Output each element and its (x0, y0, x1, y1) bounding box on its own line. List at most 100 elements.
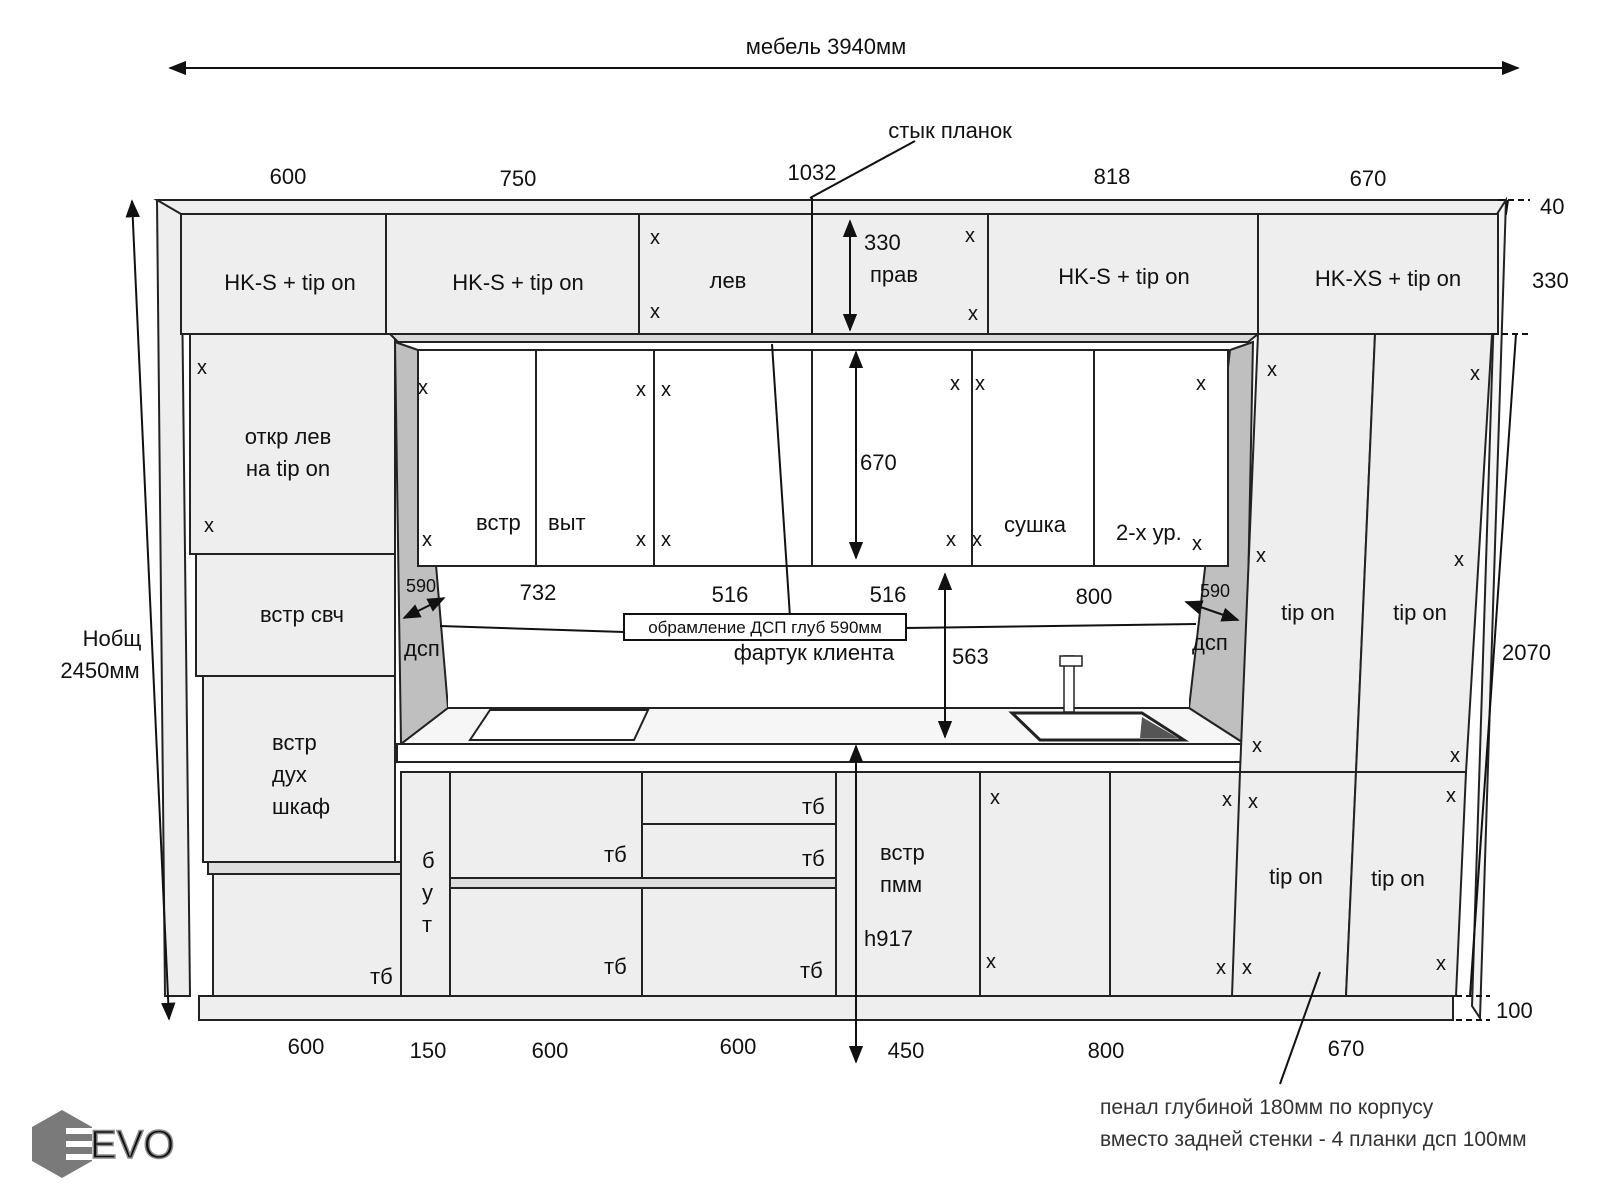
oven-label-1: встр (272, 730, 317, 755)
wall-height-dim: 670 (860, 450, 897, 475)
oven-label-2: дух (272, 762, 307, 787)
worktop-edge (396, 743, 1250, 763)
hinge-marker: x (1470, 363, 1480, 385)
hinge-marker: x (650, 227, 660, 249)
hinge-marker: x (946, 529, 956, 551)
sink-bowl-shade (1140, 717, 1178, 738)
bottom-width-4: 600 (720, 1034, 757, 1059)
hinge-marker: x (661, 379, 671, 401)
logo-bar-2 (66, 1141, 92, 1147)
bottom-width-1: 600 (288, 1034, 325, 1059)
hob (468, 709, 650, 741)
frame-label: обрамление ДСП глуб 590мм (648, 618, 882, 637)
frame-right-leader (905, 623, 1197, 629)
apron-height-dim: 563 (952, 644, 989, 669)
overall-height-line (125, 199, 176, 1021)
frame-left-leader (439, 625, 625, 633)
wall-unit-4 (811, 349, 973, 567)
hinge-marker: x (1248, 791, 1258, 813)
depth-right-arrow (1184, 600, 1240, 622)
hinge-marker: x (1256, 545, 1266, 567)
sink-door-left (979, 771, 1111, 997)
base-rail (449, 877, 837, 889)
drawer-b (641, 823, 837, 879)
wall-unit-1 (417, 349, 537, 567)
tall-label-4: tip on (1371, 866, 1425, 891)
wall-width-3: 516 (870, 582, 907, 607)
worktop-niche (387, 333, 1261, 763)
oven-shelf (207, 861, 403, 875)
drawer-a-label: тб (802, 794, 825, 819)
hinge-marker: x (1446, 785, 1456, 807)
tall-label-1: tip on (1281, 600, 1335, 625)
wall-label-5: сушка (1004, 512, 1067, 537)
dishwasher-label-2: пмм (880, 872, 922, 897)
hinge-marker: x (650, 301, 660, 323)
material-left-label: дсп (404, 636, 440, 661)
top-width-3: 1032 (788, 160, 837, 185)
mezz-label-6: HK-XS + tip on (1315, 266, 1461, 291)
bottom-width-3: 600 (532, 1038, 569, 1063)
tall-label-2: tip on (1393, 600, 1447, 625)
bottle-label-2: у (422, 880, 433, 905)
hinge-marker: x (968, 303, 978, 325)
wall-width-1: 732 (520, 580, 557, 605)
tall-upper-2 (1354, 333, 1494, 773)
bottom-width-2: 150 (410, 1038, 447, 1063)
hinge-marker: x (990, 787, 1000, 809)
overall-height-label-2: 2450мм (60, 658, 139, 683)
wall-unit-2 (535, 349, 655, 567)
base-drawer-lower (449, 887, 643, 997)
hinge-marker: x (636, 379, 646, 401)
overall-height-label-1: Нобщ (83, 626, 142, 651)
wall-label-1: встр (476, 510, 521, 535)
mezz-dim-330: 330 (864, 230, 901, 255)
overall-width-label: мебель 3940мм (746, 34, 907, 59)
microwave-label: встр свч (260, 602, 344, 627)
base-drawer-label-1: тб (604, 842, 627, 867)
hinge-marker: x (197, 357, 207, 379)
bottle-label-1: б (422, 848, 435, 873)
hinge-marker: x (975, 373, 985, 395)
wall-width-4: 800 (1076, 584, 1113, 609)
wall-width-2: 516 (712, 582, 749, 607)
hinge-marker: x (972, 529, 982, 551)
top-width-1: 600 (270, 164, 307, 189)
cabinet-structure (153, 196, 1508, 1022)
right-side-panel (1470, 196, 1508, 1022)
right-dim-2070: 2070 (1502, 640, 1551, 665)
hinge-marker: x (1242, 957, 1252, 979)
bottle-label-3: т (422, 912, 432, 937)
material-right-label: дсп (1192, 630, 1228, 655)
hinge-marker: x (1252, 735, 1262, 757)
left-door-label-1: откр лев (245, 424, 332, 449)
right-dim-40: 40 (1540, 194, 1564, 219)
hinge-marker: x (418, 377, 428, 399)
hinge-marker: x (636, 529, 646, 551)
depth-left-arrow (402, 597, 446, 619)
wall-label-6: 2-х ур. (1116, 520, 1182, 545)
top-width-5: 670 (1350, 166, 1387, 191)
hinge-marker: x (1196, 373, 1206, 395)
right-2070-line (1469, 333, 1517, 997)
joint-label: стык планок (888, 118, 1012, 143)
apron-label: фартук клиента (734, 640, 895, 665)
bottom-width-7: 670 (1328, 1036, 1365, 1061)
wall-unit-6 (1093, 349, 1229, 567)
evo-logo: EVO (32, 1110, 175, 1178)
mezz-label-1: HK-S + tip on (224, 270, 355, 295)
left-door (189, 333, 396, 555)
tall-label-3: tip on (1269, 864, 1323, 889)
tap-handle (1059, 655, 1083, 667)
top-width-2: 750 (500, 166, 537, 191)
base-drawer-upper (449, 771, 643, 879)
frame-leader (771, 343, 791, 618)
drawer-b-label: тб (802, 846, 825, 871)
tall-units (1230, 333, 1494, 997)
plinth (198, 995, 1454, 1021)
top-width-4: 818 (1094, 164, 1131, 189)
hinge-marker: x (1192, 533, 1202, 555)
drawer-c-label: тб (800, 958, 823, 983)
left-door-label-2: на tip on (246, 456, 330, 481)
